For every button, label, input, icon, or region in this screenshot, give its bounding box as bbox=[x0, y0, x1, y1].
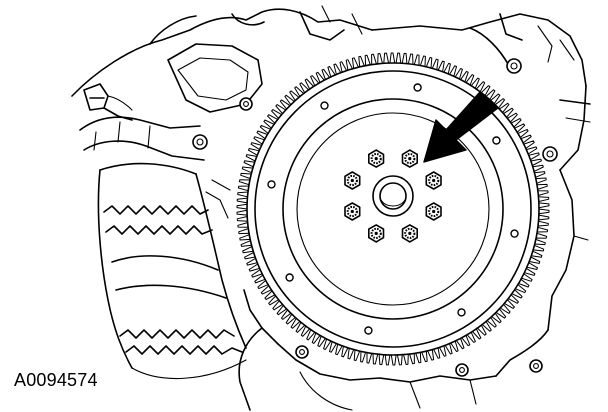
flywheel-bolt bbox=[368, 224, 385, 243]
mounting-hole bbox=[364, 326, 373, 335]
figure-reference-code: A0094574 bbox=[14, 370, 98, 390]
engine-housing bbox=[71, 5, 591, 411]
mounting-hole bbox=[285, 273, 294, 282]
mounting-hole bbox=[413, 83, 422, 92]
arrow-icon bbox=[423, 91, 499, 163]
flywheel-bolt bbox=[425, 171, 442, 190]
mounting-hole bbox=[320, 101, 329, 110]
mounting-hole bbox=[492, 136, 501, 145]
flywheel-bolt bbox=[344, 202, 361, 221]
flywheel bbox=[236, 52, 550, 366]
mounting-hole bbox=[510, 229, 519, 238]
mounting-hole bbox=[267, 180, 276, 189]
left-components bbox=[79, 83, 247, 380]
flywheel-bolt bbox=[344, 171, 361, 190]
outer-mounting-holes bbox=[267, 83, 519, 335]
flywheel-bolt bbox=[368, 149, 385, 168]
flywheel-bolt bbox=[401, 224, 418, 243]
flywheel-bolt bbox=[425, 202, 442, 221]
center-bolts bbox=[344, 149, 442, 243]
mounting-hole bbox=[457, 308, 466, 317]
flywheel-bolt bbox=[401, 149, 418, 168]
